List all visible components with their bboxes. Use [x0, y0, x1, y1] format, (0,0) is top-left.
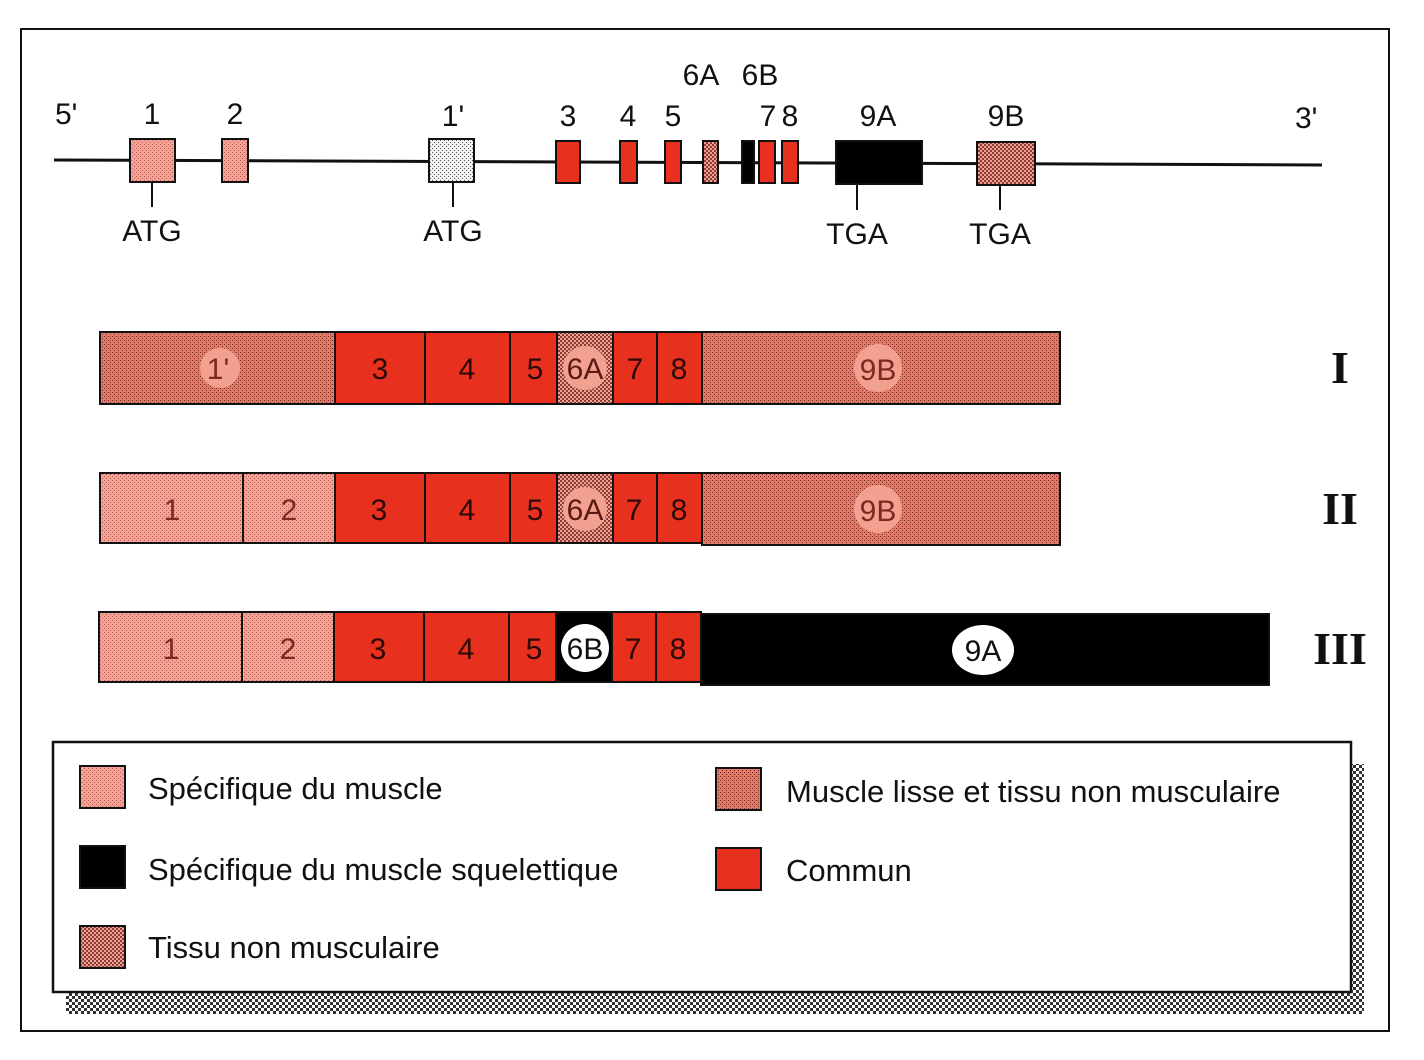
legend-label: Spécifique du muscle — [148, 771, 443, 806]
label-disc — [952, 625, 1014, 675]
segment-label: 6B — [567, 633, 604, 666]
segment-label: 5 — [526, 633, 543, 666]
label-disc — [563, 346, 607, 390]
segment-4 — [424, 331, 511, 405]
segment-label: 1' — [207, 353, 229, 386]
segment-label: 4 — [459, 353, 476, 386]
segment-label: 9B — [860, 354, 897, 387]
label-disc — [854, 485, 902, 533]
gene-exon-label: 8 — [782, 100, 799, 133]
segment-label: 4 — [459, 494, 476, 527]
figure-frame — [20, 28, 1390, 1032]
legend-label: Spécifique du muscle squelettique — [148, 852, 618, 887]
transcript-numeral: III — [1313, 623, 1367, 674]
segment-4 — [423, 611, 510, 683]
stop-codon-label: TGA — [826, 218, 888, 251]
segment-label: 2 — [281, 494, 298, 527]
segment-label: 1 — [164, 494, 181, 527]
gene-exon-3 — [555, 140, 581, 184]
gene-exon-6b — [741, 140, 755, 184]
legend-label: Muscle lisse et tissu non musculaire — [786, 774, 1280, 809]
label-disc — [854, 344, 902, 392]
gene-map: 5' 3' 1 2 1' 3 4 5 6A 6B 7 8 9A 9B ATG A… — [53, 59, 1323, 251]
segment-4 — [424, 472, 511, 544]
five-prime-label: 5' — [55, 98, 77, 131]
segment-label: 5 — [527, 353, 544, 386]
gene-exon-8 — [781, 140, 799, 184]
segment-label: 6A — [567, 494, 604, 527]
legend-swatch-muscle-specific — [79, 765, 126, 809]
transcript-III: 1 2 3 4 5 6B 7 8 9A III — [98, 611, 1367, 686]
gene-exon-5 — [664, 140, 682, 184]
segment-label: 7 — [626, 494, 643, 527]
transcript-numeral: II — [1322, 483, 1358, 534]
three-prime-label: 3' — [1295, 102, 1317, 135]
segment-7 — [612, 331, 658, 405]
segment-3 — [334, 331, 426, 405]
legend-label: Commun — [786, 853, 912, 888]
legend-swatch-skeletal-specific — [79, 845, 126, 889]
transcript-I: 1' 3 4 5 6A 7 8 9B I — [99, 331, 1349, 405]
segment-label: 8 — [671, 494, 688, 527]
gene-exon-label: 9B — [988, 100, 1025, 133]
label-disc — [563, 487, 607, 531]
gene-exon-label: 5 — [665, 100, 682, 133]
segment-label: 8 — [670, 633, 687, 666]
segment-label: 8 — [671, 353, 688, 386]
segment-label: 5 — [527, 494, 544, 527]
gene-backbone — [53, 158, 1323, 167]
segment-label: 1 — [163, 633, 180, 666]
segment-5 — [509, 472, 558, 544]
label-disc — [200, 348, 240, 388]
legend-box — [51, 740, 1353, 994]
legend-swatch-smooth-and-non-muscle — [715, 767, 762, 811]
segment-label: 7 — [627, 353, 644, 386]
label-disc — [561, 624, 609, 672]
transcript-numeral: I — [1331, 342, 1349, 393]
segment-8 — [656, 472, 703, 544]
segment-label: 2 — [280, 633, 297, 666]
segment-7 — [611, 611, 657, 683]
segment-2 — [242, 472, 336, 544]
legend-label: Tissu non musculaire — [148, 930, 440, 965]
segment-8 — [655, 611, 702, 683]
segment-label: 6A — [567, 353, 604, 386]
start-codon-label: ATG — [423, 215, 482, 248]
segment-label: 9A — [965, 635, 1002, 668]
segment-label: 7 — [625, 633, 642, 666]
segment-5 — [508, 611, 557, 683]
legend-swatch-common — [715, 847, 762, 891]
legend-swatch-non-muscle — [79, 925, 126, 969]
gene-exon-9a — [835, 140, 923, 185]
gene-exon-label: 7 — [760, 100, 777, 133]
gene-exon-label: 1' — [442, 100, 464, 133]
segment-label: 3 — [370, 633, 387, 666]
stop-codon-label: TGA — [969, 218, 1031, 251]
segment-8 — [656, 331, 703, 405]
gene-exon-label: 2 — [227, 98, 244, 131]
gene-exon-9b — [976, 141, 1036, 186]
segment-label: 3 — [372, 353, 389, 386]
gene-exon-6a — [702, 140, 719, 184]
gene-exon-label: 1 — [144, 98, 161, 131]
segment-label: 9B — [860, 495, 897, 528]
gene-exon-7 — [758, 140, 776, 184]
gene-exon-label: 4 — [620, 100, 637, 133]
gene-exon-2 — [221, 138, 249, 183]
segment-7 — [612, 472, 658, 544]
legend: Spécifique du muscle Spécifique du muscl… — [51, 740, 1364, 1014]
gene-exon-label: 6A — [683, 59, 720, 92]
transcript-II: 1 2 3 4 5 6A 7 8 9B II — [99, 472, 1358, 546]
segment-label: 4 — [458, 633, 475, 666]
gene-exon-label: 6B — [742, 59, 779, 92]
gene-exon-1 — [129, 138, 176, 183]
gene-exon-label: 3 — [560, 100, 577, 133]
gene-exon-4 — [619, 140, 638, 184]
segment-label: 3 — [371, 494, 388, 527]
gene-exon-label: 9A — [860, 100, 897, 133]
start-codon-label: ATG — [122, 215, 181, 248]
gene-exon-1-prime — [428, 138, 475, 183]
